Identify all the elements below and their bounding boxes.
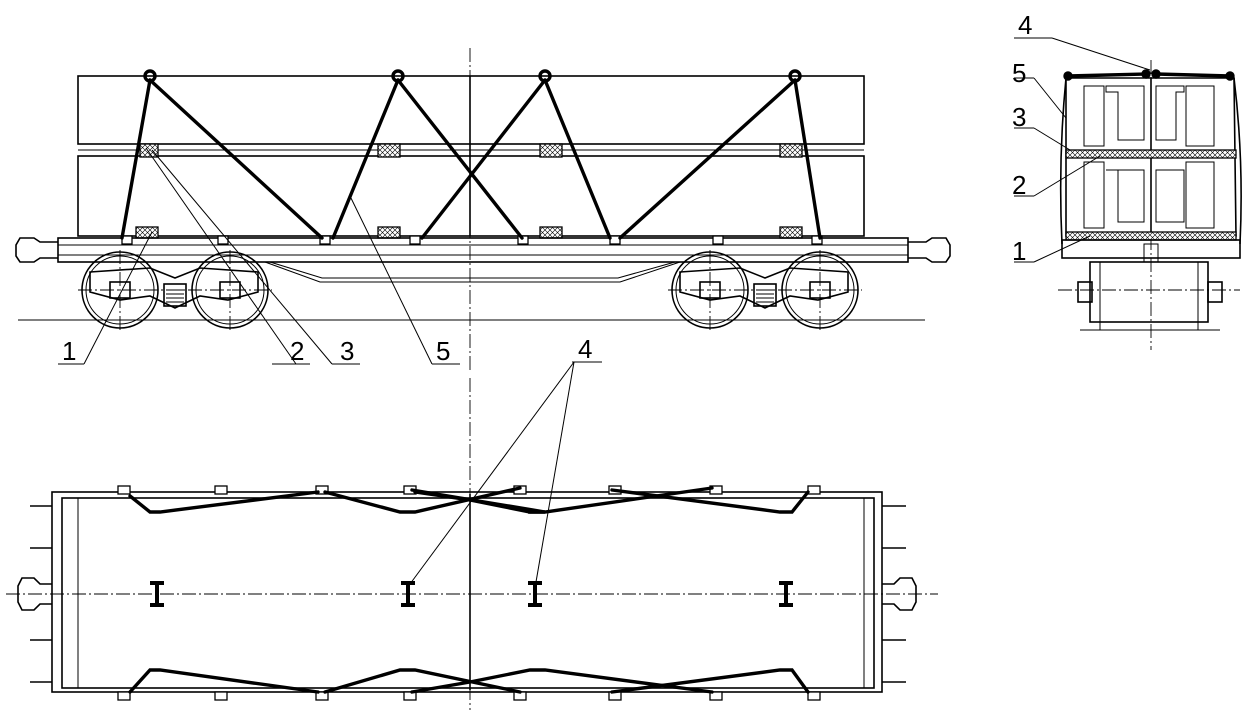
plan-end-stubs: [30, 505, 906, 683]
upper-load-package: [77, 75, 865, 145]
callout-end-3: 3: [1012, 102, 1027, 132]
side-leaders: [58, 147, 460, 365]
platform-frame: [57, 237, 909, 263]
wire-lashings: [120, 78, 822, 240]
plan-lashings-lower: [128, 668, 810, 694]
end-view: [1014, 37, 1242, 350]
side-view: [15, 48, 951, 372]
bogie-left: [78, 250, 272, 330]
plan-frame-outer: [51, 491, 883, 693]
callout-side-1: 1: [62, 336, 77, 366]
callout-side-2: 2: [290, 336, 305, 366]
coupler-right: [908, 237, 951, 263]
plan-lifting-loops: [150, 581, 793, 607]
plan-frame-inner: [61, 497, 875, 689]
plan-coupler-left: [17, 577, 52, 611]
callout-end-2: 2: [1012, 170, 1027, 200]
callout-side-5: 5: [436, 336, 451, 366]
plan-leaders: [409, 361, 602, 585]
bogie-right: [668, 250, 862, 330]
plan-coupler-right: [882, 577, 917, 611]
plan-lashings-upper: [128, 486, 810, 514]
callout-end-4: 4: [1018, 10, 1033, 40]
callout-side-3: 3: [340, 336, 355, 366]
callout-end-1: 1: [1012, 236, 1027, 266]
lower-load-package: [77, 155, 865, 237]
plan-stake-pockets: [117, 485, 821, 701]
callout-end-5: 5: [1012, 58, 1027, 88]
coupler-left: [15, 237, 58, 263]
plan-view: [6, 361, 938, 710]
spacer-bars-upper: [139, 143, 803, 158]
stake-pockets: [121, 235, 823, 245]
callout-plan-4: 4: [578, 334, 593, 364]
